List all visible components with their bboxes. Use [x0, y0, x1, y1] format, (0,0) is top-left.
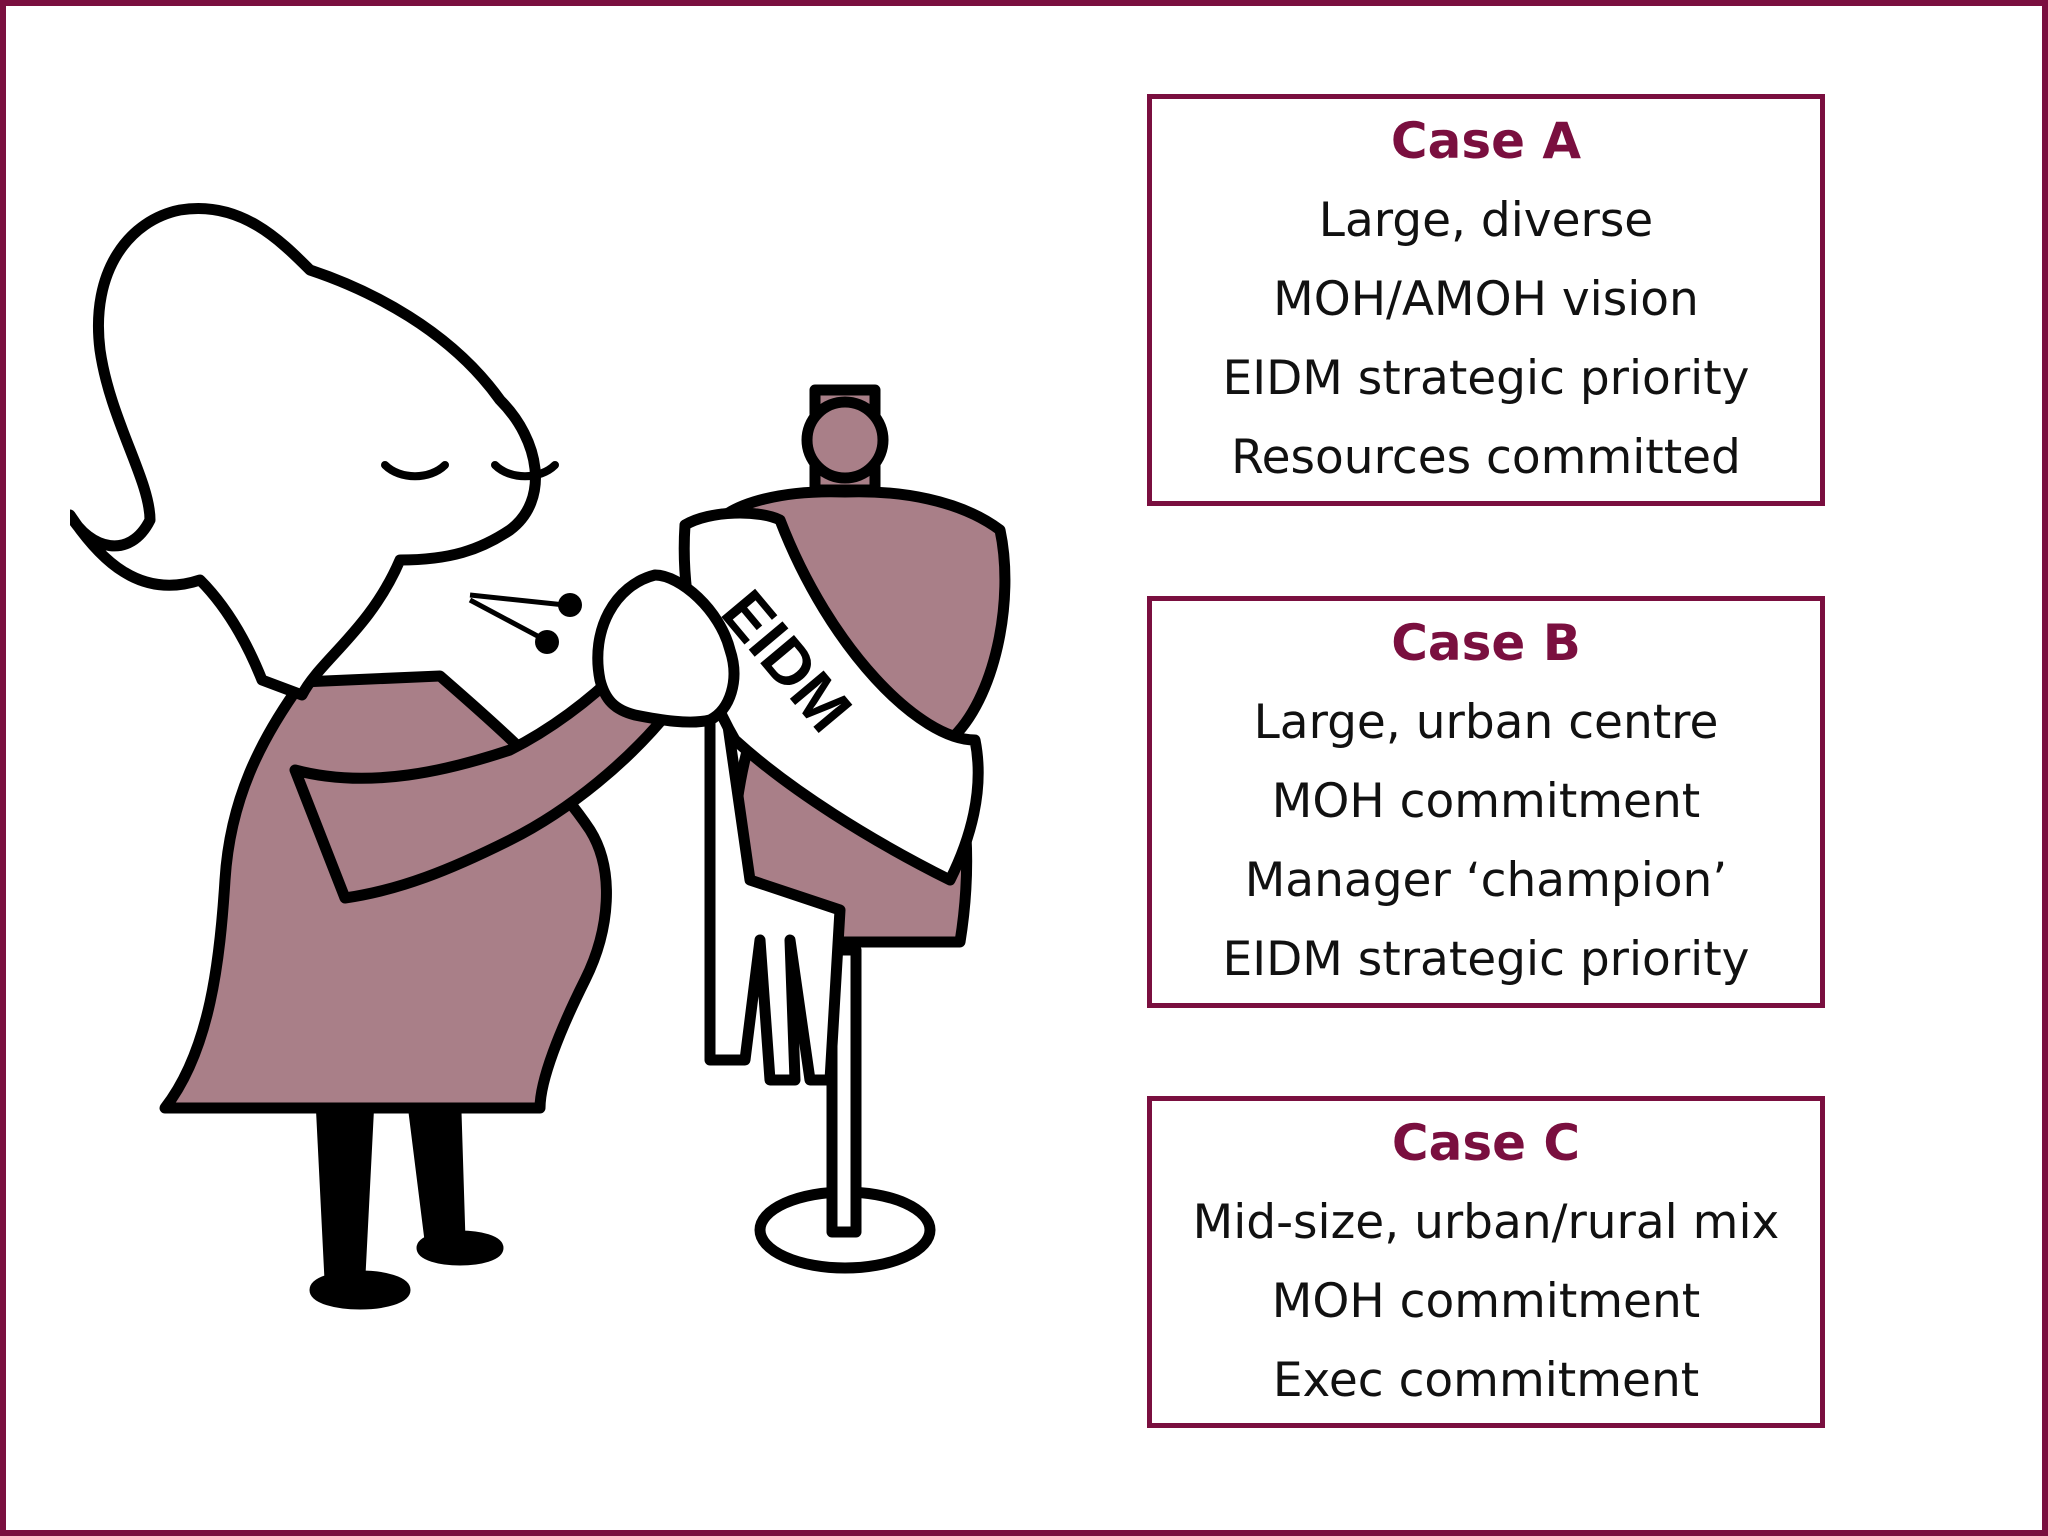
pin-head-2 — [535, 630, 559, 654]
case-b-box: Case B Large, urban centre MOH commitmen… — [1147, 596, 1825, 1008]
case-b-line: EIDM strategic priority — [1222, 932, 1750, 987]
case-a-title: Case A — [1390, 112, 1582, 170]
case-c-line: Mid-size, urban/rural mix — [1192, 1195, 1780, 1250]
woman-shoe-right — [416, 1230, 504, 1266]
case-a-line: MOH/AMOH vision — [1273, 272, 1699, 327]
woman-eye-left — [381, 461, 449, 481]
pin-2 — [468, 597, 547, 643]
case-b-line: MOH commitment — [1271, 774, 1701, 829]
case-b-line: Manager ‘champion’ — [1244, 853, 1728, 908]
woman-hand — [592, 569, 740, 728]
case-c-line: Exec commitment — [1272, 1353, 1700, 1408]
case-a-line: Resources committed — [1231, 430, 1741, 485]
woman-shoe-left — [309, 1270, 411, 1310]
case-c-title: Case C — [1391, 1114, 1581, 1172]
case-b-title: Case B — [1391, 614, 1581, 672]
sash-tail — [704, 594, 846, 1086]
woman-eye-right — [491, 461, 559, 481]
pin-1 — [469, 592, 566, 608]
case-a-line: EIDM strategic priority — [1222, 351, 1750, 406]
case-a-line: Large, diverse — [1318, 193, 1654, 248]
tailor-illustration: EIDM — [70, 203, 1011, 1310]
mannequin-head — [801, 396, 889, 484]
pin-head-1 — [558, 593, 582, 617]
case-c-line: MOH commitment — [1271, 1274, 1701, 1329]
case-b-line: Large, urban centre — [1253, 695, 1719, 750]
case-a-box: Case A Large, diverse MOH/AMOH vision EI… — [1147, 94, 1825, 506]
woman-head — [70, 203, 541, 701]
case-c-box: Case C Mid-size, urban/rural mix MOH com… — [1147, 1096, 1825, 1428]
